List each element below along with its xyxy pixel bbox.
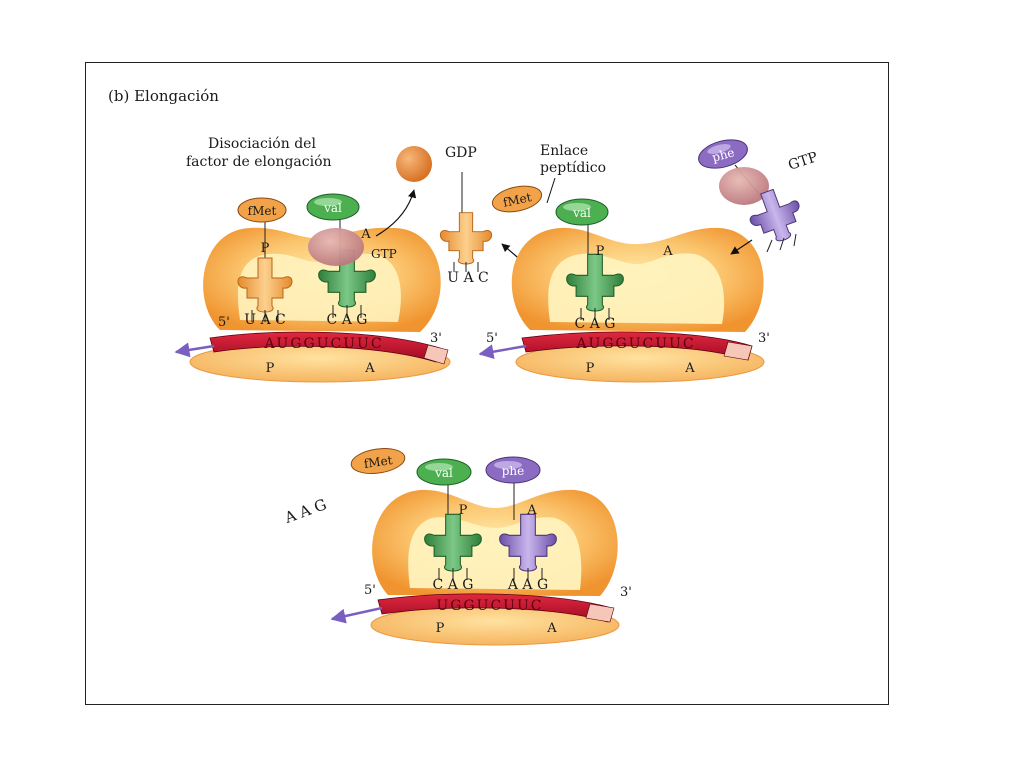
elongation-factor-left — [308, 228, 364, 266]
mrna-strand-left — [174, 331, 449, 365]
aa-fmet-right — [491, 185, 543, 213]
gtp-label-right: GTP — [786, 149, 819, 173]
free-anticodon: A A G — [281, 495, 329, 527]
aa-fmet-left-label: fMet — [248, 204, 277, 218]
site-a-bottom-right: A — [684, 361, 695, 376]
arrow-ef-release — [375, 189, 417, 237]
aa-fmet-bottom — [350, 448, 406, 474]
aa-val-left — [306, 193, 360, 221]
five-prime-left: 5' — [218, 315, 230, 330]
mrna-codons-right: AUGGUCUUC — [575, 336, 695, 352]
ribosome-right — [511, 227, 765, 383]
peptide-bond-pointer — [546, 177, 556, 204]
anticodon-1-bottom: C A G — [433, 577, 474, 593]
aa-fmet-left — [237, 197, 287, 223]
mrna-strand-bottom — [330, 593, 615, 624]
anticodon-right: C A G — [575, 316, 616, 332]
anticodon-1-left: U A C — [244, 312, 286, 328]
site-p-top-left: P — [261, 241, 270, 256]
site-a-bottom-left: A — [364, 361, 375, 376]
aa-val-left-label: val — [323, 201, 342, 215]
arrow-trna-enter — [730, 239, 753, 255]
aa-phe-bottom — [485, 456, 541, 484]
figure-frame — [85, 62, 889, 705]
aa-val-bottom — [416, 458, 472, 486]
mrna-codons-bottom: UGGUCUUC — [437, 598, 544, 614]
aa-fmet-right-label: fMet — [502, 190, 533, 210]
anticodon-2-bottom: A A G — [507, 577, 548, 593]
gtp-label-left: GTP — [371, 247, 397, 261]
label-dissociation-1: Disociación del — [208, 136, 316, 152]
site-p-top-right: P — [596, 244, 605, 259]
anticodon-2-left: C A G — [327, 312, 368, 328]
label-bond-1: Enlace — [540, 143, 588, 159]
trna-val-bottom — [424, 482, 482, 580]
aa-val-right — [555, 198, 609, 226]
site-a-top-right: A — [662, 244, 673, 259]
ribosome-bottom — [370, 489, 620, 646]
site-a-top-bottom: A — [526, 503, 537, 518]
site-p-bottom-right: P — [586, 361, 595, 376]
three-prime-left: 3' — [430, 331, 442, 346]
figure-title: (b) Elongación — [108, 87, 219, 105]
trna-phe-incoming — [698, 139, 810, 253]
site-a-bottom-bottom: A — [546, 621, 557, 636]
mrna-strand-right — [478, 331, 753, 361]
trna-released — [439, 172, 493, 272]
five-prime-bottom: 5' — [364, 583, 376, 598]
trna-val-right — [566, 222, 624, 320]
site-p-bottom-bottom: P — [436, 621, 445, 636]
label-bond-2: peptídico — [540, 160, 606, 176]
label-dissociation-2: factor de elongación — [186, 154, 332, 170]
aa-val-bottom-label: val — [434, 466, 453, 480]
mrna-codons-left: AUGGUCUUC — [263, 336, 383, 352]
three-prime-bottom: 3' — [620, 585, 632, 600]
three-prime-right: 3' — [758, 331, 770, 346]
site-a-top-left: A — [360, 227, 371, 242]
gdp-ball — [396, 146, 432, 182]
aa-phe-right-label: phe — [711, 145, 736, 164]
aa-phe-bottom-label: phe — [502, 464, 525, 478]
anticodon-released: U A C — [447, 270, 489, 286]
aa-fmet-bottom-label: fMet — [363, 453, 393, 471]
five-prime-right: 5' — [486, 331, 498, 346]
aa-val-right-label: val — [572, 206, 591, 220]
trna-fmet-left — [237, 221, 293, 322]
site-p-top-bottom: P — [459, 503, 468, 518]
trna-phe-bottom — [499, 482, 557, 580]
gdp-label: GDP — [445, 145, 477, 161]
site-p-bottom-left: P — [266, 361, 275, 376]
